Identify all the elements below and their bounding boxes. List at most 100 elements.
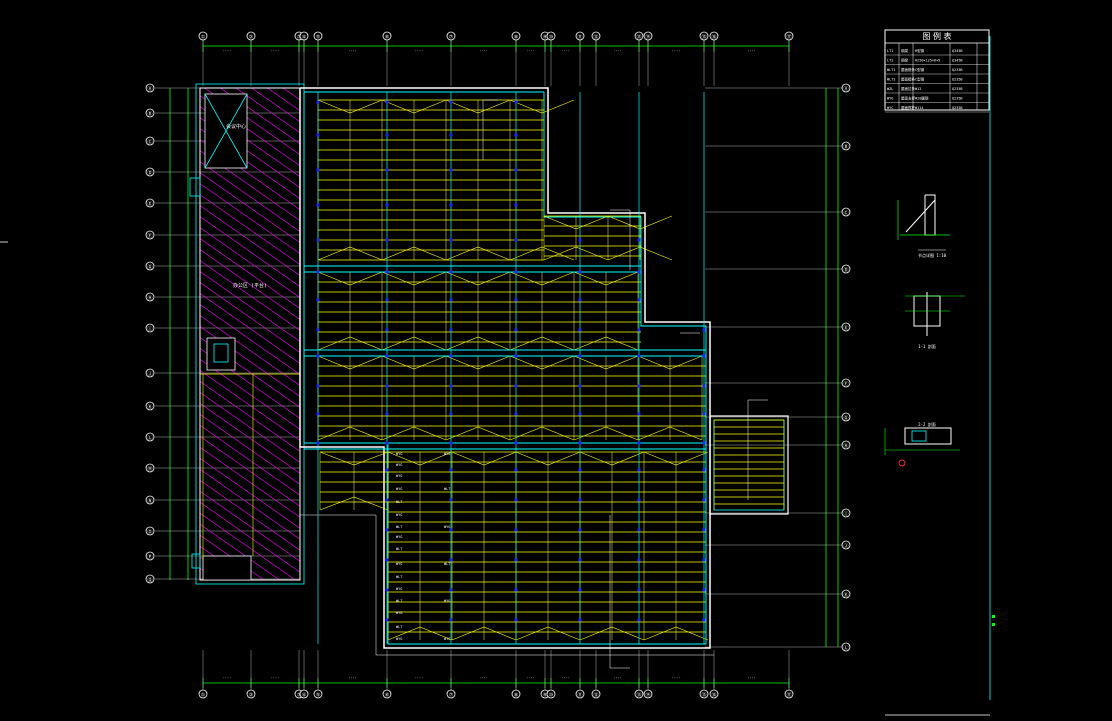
grid-bubble-top <box>591 31 601 41</box>
steel-column-marker <box>514 100 518 104</box>
steel-column-marker <box>449 328 453 332</box>
steel-column-marker <box>316 203 320 207</box>
dimension-text: ···· <box>526 49 534 53</box>
grid-bubble-bottom-label: ⑧ <box>514 693 519 699</box>
grid-bubble-top <box>643 31 653 41</box>
steel-column-marker <box>385 441 389 445</box>
steel-column-marker <box>449 498 453 502</box>
dimension-text: ···· <box>223 49 231 53</box>
grid-bubble-top-label: ⑪ <box>577 34 582 41</box>
door-left-1 <box>189 177 201 197</box>
viewport-marker <box>992 623 995 626</box>
grid-bubble-left <box>145 526 155 536</box>
legend-cell: H250×125×6×9 <box>915 59 940 63</box>
grid-bubble-top <box>446 31 456 41</box>
steel-column-marker <box>316 384 320 388</box>
steel-column-marker <box>385 238 389 242</box>
grid-bubble-left <box>145 167 155 177</box>
steel-column-marker <box>514 412 518 416</box>
dimension-text: ···· <box>479 676 487 680</box>
steel-column-marker <box>578 298 582 302</box>
legend-cell: 钢梁 <box>901 48 909 53</box>
steel-column-marker <box>578 328 582 332</box>
grid-bubble-left-label: Ⓒ <box>147 139 152 146</box>
steel-column-marker <box>316 328 320 332</box>
steel-column-marker <box>385 100 389 104</box>
steel-column-marker <box>385 528 389 532</box>
steel-column-marker <box>385 384 389 388</box>
door-left-2 <box>191 553 201 569</box>
grid-bubble-bottom-label: ⑦ <box>449 693 454 699</box>
grid-bubble-right <box>841 378 851 388</box>
steel-column-marker <box>514 528 518 532</box>
steel-column-marker <box>702 588 706 592</box>
grid-bubble-bottom <box>198 689 208 699</box>
grid-bubble-right-label: Ⓒ <box>843 210 848 217</box>
steel-column-marker <box>449 298 453 302</box>
grid-bubble-top <box>634 31 644 41</box>
grid-bubble-bottom <box>546 689 556 699</box>
steel-column-marker <box>449 412 453 416</box>
leader-line <box>610 209 631 270</box>
grid-bubble-top-label: ⑮ <box>701 34 706 41</box>
grid-bubble-right <box>841 412 851 422</box>
steel-column-marker <box>514 441 518 445</box>
steel-column-marker <box>637 441 641 445</box>
grid-bubble-bottom <box>643 689 653 699</box>
grid-bubble-right-label: Ⓕ <box>843 381 848 388</box>
grid-bubble-bottom-label: ⑭ <box>645 692 650 699</box>
grid-bubble-bottom-label: ⑯ <box>711 692 716 699</box>
grid-bubble-right-label: Ⓗ <box>843 443 848 450</box>
grid-bubble-left <box>145 108 155 118</box>
grid-bubble-left-label: Ⓜ <box>147 466 152 473</box>
steel-column-marker <box>702 441 706 445</box>
legend-cell: WYG <box>887 97 893 101</box>
steel-column-marker <box>385 328 389 332</box>
legend-cell: Q235B <box>952 106 963 110</box>
member-mark-label: WLT <box>444 487 451 491</box>
steel-column-marker <box>702 354 706 358</box>
steel-column-marker <box>514 558 518 562</box>
grid-bubble-bottom-label: ⑩ <box>549 693 554 699</box>
legend-cell: Q235B <box>952 87 963 91</box>
steel-column-marker <box>637 270 641 274</box>
member-mark-label: WYG <box>396 513 402 517</box>
grid-bubble-bottom <box>299 689 309 699</box>
steel-column-marker <box>514 238 518 242</box>
member-mark-label: WYG <box>396 535 402 539</box>
grid-bubble-left-label: Ⓔ <box>147 201 152 208</box>
steel-column-marker <box>449 558 453 562</box>
grid-bubble-bottom <box>591 689 601 699</box>
grid-bubble-right-label: Ⓐ <box>843 86 848 93</box>
steel-column-marker <box>385 588 389 592</box>
grid-bubble-right <box>841 207 851 217</box>
grid-bubble-bottom <box>446 689 456 699</box>
member-mark-label: WYG <box>396 463 402 467</box>
steel-column-marker <box>449 238 453 242</box>
steel-column-marker <box>637 558 641 562</box>
legend-cell: WLT2 <box>887 78 895 82</box>
steel-column-marker <box>316 168 320 172</box>
purlin-zone-4 <box>319 451 389 511</box>
roof-edge-inner-2 <box>303 92 707 645</box>
grid-bubble-top <box>511 31 521 41</box>
legend-cell: Φ114 <box>915 106 923 110</box>
dimension-text: ···· <box>415 49 423 53</box>
steel-column-marker <box>578 270 582 274</box>
steel-column-marker <box>637 412 641 416</box>
grid-bubble-bottom <box>784 689 794 699</box>
grid-bubble-top <box>709 31 719 41</box>
steel-column-marker <box>702 618 706 622</box>
room-bottom-left <box>202 555 252 581</box>
member-mark-label: WYG <box>396 611 402 615</box>
grid-bubble-bottom-label: ⑥ <box>385 693 390 699</box>
steel-column-marker <box>637 354 641 358</box>
grid-bubble-bottom-label: ② <box>249 693 254 699</box>
steel-column-marker <box>637 328 641 332</box>
grid-bubble-right <box>841 264 851 274</box>
legend-cell: 屋面拉条 <box>901 86 915 91</box>
grid-bubble-bottom-label: ④ <box>302 693 307 699</box>
dimension-text: ···· <box>271 676 279 680</box>
steel-column-marker <box>637 384 641 388</box>
